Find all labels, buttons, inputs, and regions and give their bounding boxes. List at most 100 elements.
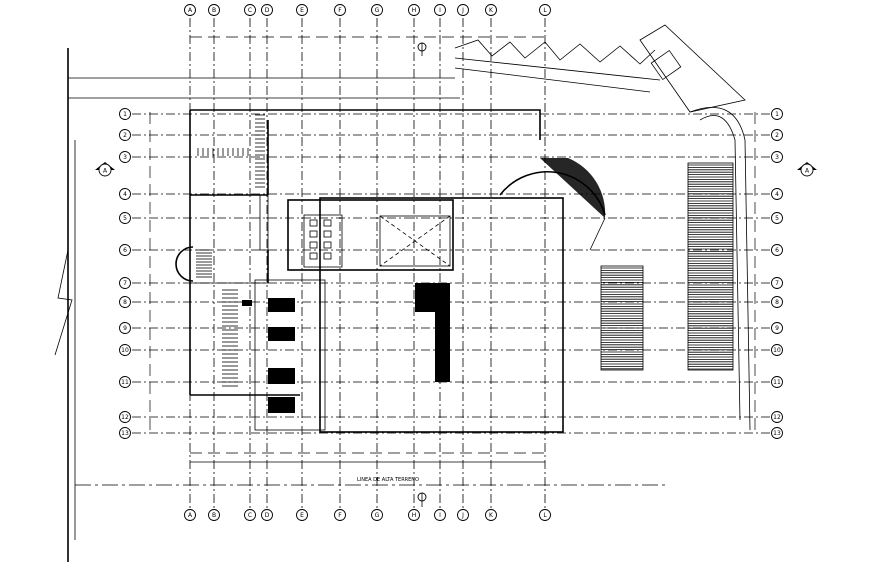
dimension-lines	[149, 36, 756, 463]
grid-bubble-4: 4	[119, 188, 131, 200]
grid-bubble-k: K	[485, 509, 497, 521]
grid-label: C	[248, 7, 252, 14]
terrain-line-label: LINEA DE ALTA TERRENO	[357, 477, 419, 483]
grid-label: J	[461, 7, 464, 14]
grid-label: 5	[123, 215, 127, 222]
grid-bubble-l: L	[539, 509, 551, 521]
grid-bubble-4: 4	[771, 188, 783, 200]
grid-bubble-13: 13	[119, 427, 131, 439]
section-marker-right: A	[797, 162, 817, 177]
grid-label: F	[338, 512, 342, 519]
grid-label: C	[248, 512, 252, 519]
grid-bubble-7: 7	[119, 277, 131, 289]
grid-bubble-10: 10	[771, 344, 783, 356]
grid-label: 12	[773, 414, 781, 421]
solid-walls	[242, 283, 450, 413]
grid-bubble-i: I	[434, 4, 446, 16]
grid-label: H	[412, 512, 417, 519]
column-grid-lines	[189, 18, 546, 508]
grid-label: K	[489, 7, 494, 14]
grid-bubble-c: C	[244, 4, 256, 16]
grid-label: 5	[775, 215, 779, 222]
curved-canopy	[499, 158, 606, 251]
grid-bubble-7: 7	[771, 277, 783, 289]
grid-label: 9	[775, 325, 779, 332]
grid-label: B	[212, 512, 216, 519]
grid-bubble-k: K	[485, 4, 497, 16]
grid-label: 7	[123, 280, 127, 287]
grid-bubble-1: 1	[119, 108, 131, 120]
terrain-line: LINEA DE ALTA TERRENO	[75, 477, 665, 486]
grid-label: 8	[775, 299, 779, 306]
grid-label: 2	[775, 132, 779, 139]
grid-bubble-8: 8	[771, 296, 783, 308]
grid-bubble-g: G	[371, 509, 383, 521]
parking-stripes	[600, 162, 734, 371]
grid-label: E	[300, 7, 304, 14]
grid-label: 3	[775, 154, 779, 161]
grid-label: G	[375, 7, 380, 14]
grid-label: 10	[121, 347, 129, 354]
grid-bubble-h: H	[408, 4, 420, 16]
grid-label: 6	[123, 247, 127, 254]
grid-bubble-c: C	[244, 509, 256, 521]
svg-text:A: A	[103, 168, 108, 175]
grid-label: L	[543, 7, 547, 14]
grid-bubble-f: F	[334, 509, 346, 521]
grid-label: K	[489, 512, 494, 519]
grid-bubble-l: L	[539, 4, 551, 16]
row-grid-lines	[132, 113, 770, 434]
grid-bubble-9: 9	[119, 322, 131, 334]
grid-bubble-5: 5	[119, 212, 131, 224]
grid-bubble-i: I	[434, 509, 446, 521]
grid-bubble-2: 2	[119, 129, 131, 141]
grid-bubble-d: D	[261, 4, 273, 16]
grid-label: 7	[775, 280, 779, 287]
grid-label: A	[188, 512, 193, 519]
grid-bubble-j: J	[457, 509, 469, 521]
grid-bubble-8: 8	[119, 296, 131, 308]
grid-bubble-f: F	[334, 4, 346, 16]
grid-bubble-3: 3	[771, 151, 783, 163]
grid-bubble-1: 1	[771, 108, 783, 120]
grid-label: 1	[775, 111, 779, 118]
grid-label: I	[439, 7, 441, 14]
section-marker-left: A	[95, 162, 115, 177]
north-arrow-icon	[417, 42, 427, 507]
grid-label: E	[300, 512, 304, 519]
grid-label: I	[439, 512, 441, 519]
grid-label: 4	[123, 191, 127, 198]
grid-label: 13	[121, 430, 129, 437]
grid-bubble-11: 11	[119, 376, 131, 388]
grid-label: B	[212, 7, 216, 14]
grid-bubble-10: 10	[119, 344, 131, 356]
grid-label: 2	[123, 132, 127, 139]
grid-label: G	[375, 512, 380, 519]
grid-bubble-a: A	[184, 509, 196, 521]
grid-bubble-12: 12	[771, 411, 783, 423]
grid-label: L	[543, 512, 547, 519]
grid-label: 8	[123, 299, 127, 306]
grid-label: 9	[123, 325, 127, 332]
grid-bubble-2: 2	[771, 129, 783, 141]
grid-label: 13	[773, 430, 781, 437]
grid-label: F	[338, 7, 342, 14]
grid-bubble-13: 13	[771, 427, 783, 439]
grid-label: 4	[775, 191, 779, 198]
grid-bubble-e: E	[296, 509, 308, 521]
grid-bubble-h: H	[408, 509, 420, 521]
access-ramp	[454, 24, 751, 431]
stair-hatches	[196, 114, 332, 387]
grid-label: 10	[773, 347, 781, 354]
grid-label: 3	[123, 154, 127, 161]
grid-bubble-d: D	[261, 509, 273, 521]
grid-bubble-g: G	[371, 4, 383, 16]
svg-text:A: A	[805, 168, 810, 175]
grid-bubble-12: 12	[119, 411, 131, 423]
grid-label: D	[265, 7, 270, 14]
grid-label: 6	[775, 247, 779, 254]
grid-bubble-11: 11	[771, 376, 783, 388]
grid-bubble-e: E	[296, 4, 308, 16]
